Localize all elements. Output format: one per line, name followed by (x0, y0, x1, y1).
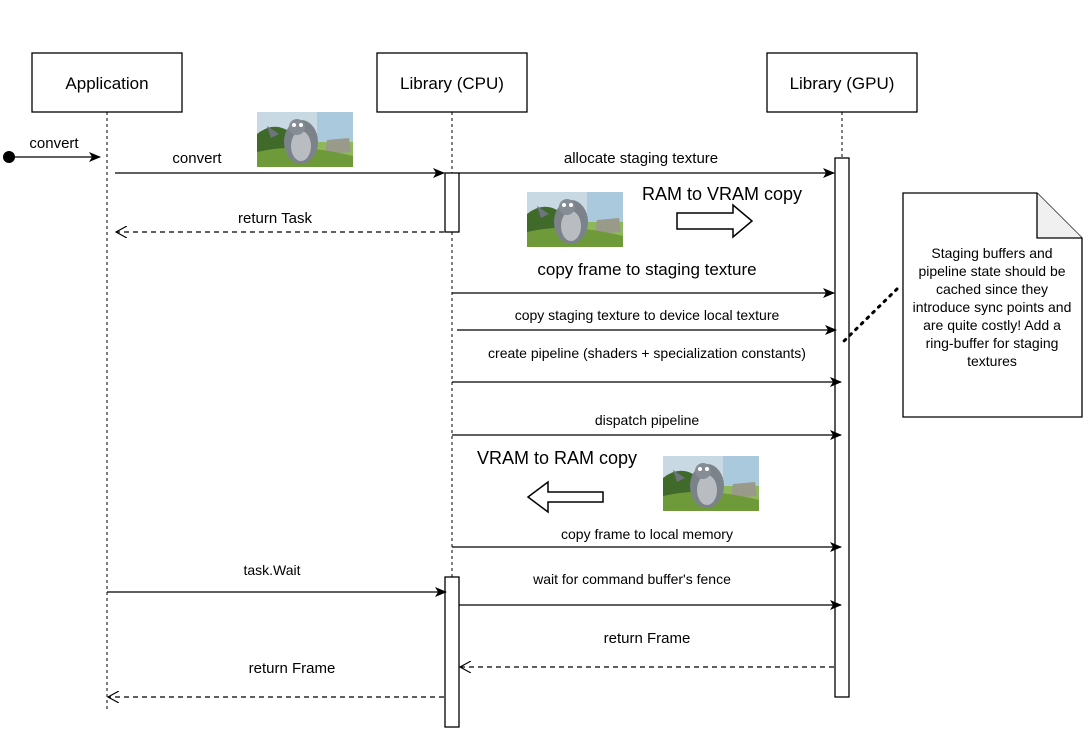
message-create-pipeline: create pipeline (shaders + specializatio… (452, 345, 842, 387)
message-allocate-staging-label: allocate staging texture (564, 150, 718, 167)
participant-application-label: Application (65, 74, 148, 93)
message-wait-fence: wait for command buffer's fence (459, 571, 842, 610)
message-wait-fence-label: wait for command buffer's fence (532, 571, 731, 587)
message-copy-staging-device-label: copy staging texture to device local tex… (515, 307, 780, 323)
message-copy-frame-local-label: copy frame to local memory (561, 526, 733, 542)
message-return-frame-cpu-label: return Frame (249, 660, 336, 677)
note (840, 192, 1083, 418)
message-copy-frame-staging-label: copy frame to staging texture (537, 260, 756, 279)
note-text: Staging buffers and pipeline state shoul… (912, 245, 1072, 369)
frame-thumbnail-1 (257, 112, 353, 167)
message-initial-convert: convert (3, 135, 101, 163)
activation-gpu (834, 157, 850, 698)
vram-to-ram-label: VRAM to RAM copy (477, 448, 637, 468)
message-return-task: return Task (116, 210, 444, 232)
message-dispatch-pipeline: dispatch pipeline (452, 412, 842, 440)
participant-application: Application (31, 52, 183, 113)
message-return-frame-cpu: return Frame (108, 660, 444, 697)
note-shape (902, 192, 1083, 418)
frame-thumbnail-2 (527, 192, 623, 247)
message-dispatch-pipeline-label: dispatch pipeline (595, 412, 700, 428)
participant-library-cpu-label: Library (CPU) (400, 74, 504, 93)
participant-library-gpu: Library (GPU) (766, 52, 918, 113)
message-convert-label: convert (172, 150, 222, 167)
message-initial-convert-label: convert (29, 135, 79, 152)
message-return-frame-gpu: return Frame (460, 630, 834, 667)
message-task-wait: task.Wait (107, 562, 447, 597)
ram-to-vram-label: RAM to VRAM copy (642, 184, 802, 204)
message-copy-staging-device: copy staging texture to device local tex… (457, 307, 837, 335)
participant-library-cpu: Library (CPU) (376, 52, 528, 113)
note-fold (1036, 193, 1082, 239)
left-arrow-icon (526, 480, 604, 514)
right-arrow-icon (676, 203, 754, 239)
participant-library-gpu-label: Library (GPU) (790, 74, 895, 93)
activation-cpu-1 (444, 172, 460, 233)
message-task-wait-label: task.Wait (243, 562, 300, 578)
message-allocate-staging: allocate staging texture (459, 150, 835, 178)
message-copy-frame-local: copy frame to local memory (452, 526, 842, 552)
message-convert: convert (115, 150, 445, 178)
note-connector (840, 287, 899, 345)
frame-thumbnail-3 (663, 456, 759, 511)
message-return-task-label: return Task (238, 210, 312, 227)
activation-cpu-2 (444, 576, 460, 728)
message-return-frame-gpu-label: return Frame (604, 630, 691, 647)
message-create-pipeline-label: create pipeline (shaders + specializatio… (488, 345, 806, 361)
message-copy-frame-staging: copy frame to staging texture (452, 260, 835, 298)
